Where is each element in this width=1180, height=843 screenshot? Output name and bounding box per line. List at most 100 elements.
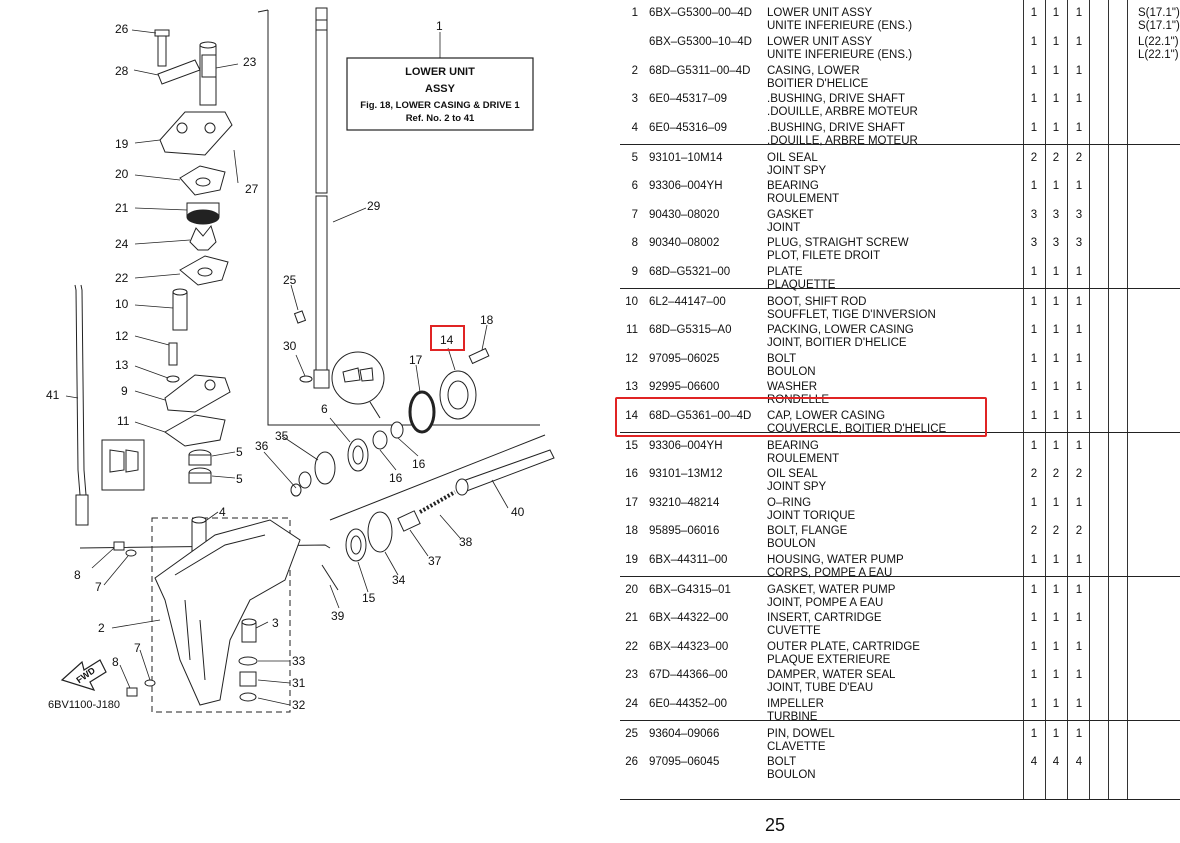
description-en: GASKET, WATER PUMP [767, 584, 896, 596]
callout-29: 29 [367, 199, 381, 213]
ref-number: 22 [625, 640, 638, 653]
part-number: 6BX–G5300–00–4D [649, 7, 752, 19]
callout-5b: 5 [236, 472, 243, 486]
row-14-highlight [615, 397, 987, 437]
callout-labels: 1 2 3 4 5 5 6 7 7 8 8 9 10 11 12 13 14 1… [46, 19, 525, 712]
col-divider-desc-end [1023, 0, 1024, 800]
qty-col-2: 1 [1052, 410, 1060, 423]
qty-col-1: 2 [1030, 467, 1038, 480]
part-number: 90340–08002 [649, 237, 720, 250]
qty-col-1: 4 [1030, 755, 1038, 768]
ref-number: 18 [625, 525, 638, 538]
ref-number: 19 [625, 554, 638, 567]
description-en: CAP, LOWER CASING [767, 410, 886, 423]
callout-21: 21 [115, 201, 129, 215]
remarks: S(17.1")S(17.1") [1138, 7, 1180, 33]
ref-number: 10 [625, 296, 638, 308]
description-fr: UNITE INFERIEURE (ENS.) [767, 48, 913, 61]
qty-col-3: 3 [1075, 208, 1083, 221]
qty-col-2: 1 [1052, 35, 1060, 48]
callout-34: 34 [392, 573, 406, 587]
part-number: 92995–06600 [649, 381, 720, 394]
exploded-parts-diagram: LOWER UNIT ASSY Fig. 18, LOWER CASING & … [46, 7, 555, 713]
qty-col-2: 1 [1052, 93, 1060, 106]
qty-col-3: 1 [1075, 352, 1083, 365]
description-en: BOLT [767, 755, 797, 768]
title-box: LOWER UNIT ASSY Fig. 18, LOWER CASING & … [346, 57, 534, 131]
ref-number: 16 [625, 467, 638, 480]
qty-col-1: 1 [1030, 296, 1038, 308]
qty-col-2: 2 [1052, 467, 1060, 480]
callout-5a: 5 [236, 445, 243, 459]
callout-4: 4 [219, 505, 226, 519]
part-number: 93306–004YH [649, 440, 723, 452]
col-divider-q3 [1089, 0, 1090, 800]
callout-18: 18 [480, 313, 494, 327]
diagram-code: 6BV1100-J180 [48, 699, 120, 711]
callout-14-highlight [430, 325, 465, 351]
qty-col-1: 1 [1030, 122, 1038, 135]
qty-col-2: 1 [1052, 7, 1060, 19]
description-fr: JOINT TORIQUE [767, 509, 856, 522]
qty-col-2: 1 [1052, 728, 1060, 740]
description-fr: ROULEMENT [767, 192, 840, 205]
ref-number: 8 [631, 237, 638, 250]
remark-line-2: L(22.1") [1138, 48, 1179, 61]
ref-number: 5 [631, 152, 638, 164]
description-en: O–RING [767, 496, 812, 509]
description-fr: UNITE INFERIEURE (ENS.) [767, 20, 913, 32]
qty-col-2: 1 [1052, 554, 1060, 567]
qty-col-1: 1 [1030, 7, 1038, 19]
description-en: BOLT [767, 352, 797, 365]
qty-col-3: 1 [1075, 64, 1083, 77]
qty-col-1: 1 [1030, 640, 1038, 653]
part-description: .BUSHING, DRIVE SHAFT.DOUILLE, ARBRE MOT… [767, 93, 918, 119]
qty-col-1: 1 [1030, 728, 1038, 740]
callout-7a: 7 [95, 580, 102, 594]
qty-col-3: 1 [1075, 7, 1083, 19]
ref-number: 26 [625, 755, 638, 768]
ref-number: 13 [625, 381, 638, 394]
part-number: 97095–06025 [649, 352, 720, 365]
description-fr: PLAQUE EXTERIEURE [767, 653, 891, 666]
callout-33: 33 [292, 654, 306, 668]
description-en: DAMPER, WATER SEAL [767, 669, 896, 682]
qty-col-2: 3 [1052, 237, 1060, 250]
callout-16b: 16 [412, 457, 426, 471]
part-number: 6E0–44352–00 [649, 698, 728, 711]
description-fr: JOINT, BOITIER D'HELICE [767, 336, 907, 349]
qty-col-1: 1 [1030, 179, 1038, 192]
qty-col-2: 1 [1052, 323, 1060, 336]
qty-col-3: 1 [1075, 35, 1083, 48]
callout-14: 14 [440, 333, 454, 347]
part-number: 68D–G5315–A0 [649, 323, 732, 336]
part-number: 93604–09066 [649, 728, 720, 740]
qty-col-3: 1 [1075, 584, 1083, 596]
ref-number: 14 [625, 410, 638, 423]
qty-col-2: 1 [1052, 698, 1060, 711]
callout-2: 2 [98, 621, 105, 635]
description-fr: BOULON [767, 538, 816, 551]
description-en: BEARING [767, 179, 819, 192]
description-fr: JOINT SPY [767, 480, 827, 493]
callout-22: 22 [115, 271, 129, 285]
remark-line-1: S(17.1") [1138, 7, 1180, 19]
qty-col-3: 1 [1075, 410, 1083, 423]
qty-col-1: 1 [1030, 323, 1038, 336]
table-bottom-rule [620, 799, 1180, 800]
